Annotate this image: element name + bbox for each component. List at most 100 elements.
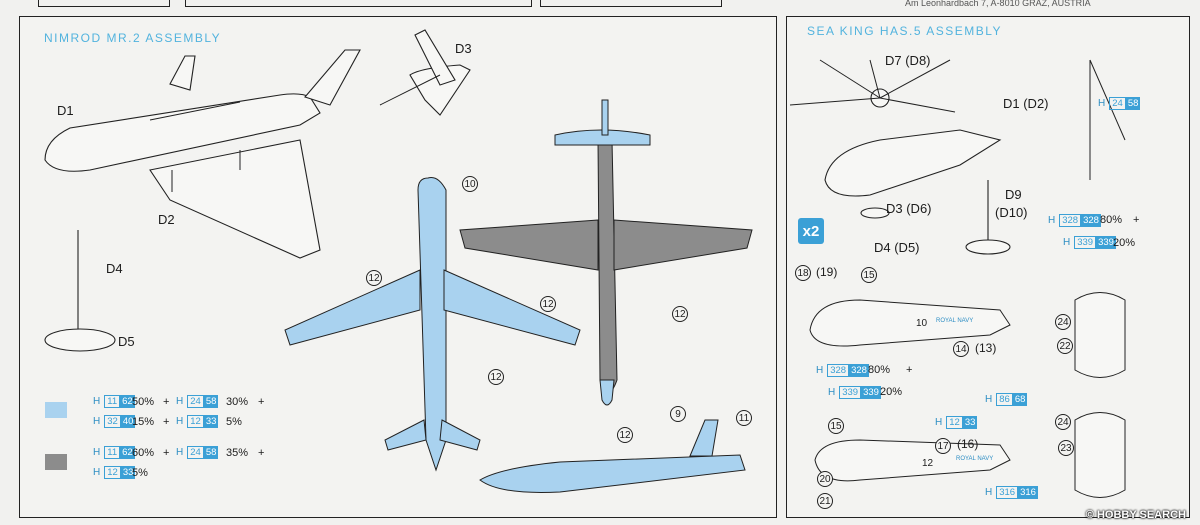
label-d9: D9	[1005, 187, 1022, 202]
mix2-p2: 35%	[226, 447, 249, 459]
label-d1-d2: D1 (D2)	[1003, 96, 1049, 111]
blue-nimrod-fuselage	[417, 177, 447, 472]
seaking-float	[860, 207, 890, 219]
callout-12-e: 12	[617, 427, 633, 443]
mix1-p1: 50%	[132, 396, 155, 408]
callout-12-c: 12	[672, 306, 688, 322]
label-d4-d5: D4 (D5)	[874, 240, 920, 255]
mix2-p1: 60%	[132, 447, 155, 459]
nimrod-wing-lower	[149, 139, 321, 259]
marking-royal-navy-1: ROYAL NAVY	[936, 318, 974, 324]
mix2-plus1: +	[163, 447, 170, 459]
nimrod-tail-fin	[414, 29, 456, 86]
sk-p4: 80%	[868, 364, 891, 376]
label-d4: D4	[106, 261, 123, 276]
callout-22: 22	[1057, 338, 1073, 354]
callout-12-d: 12	[488, 369, 504, 385]
seaking-fuselage	[824, 129, 1002, 197]
callout-14: 14	[953, 341, 969, 357]
sk-p3: 20%	[1113, 237, 1136, 249]
sk-p2: 80%	[1100, 214, 1123, 226]
nimrod-title: NIMROD MR.2 ASSEMBLY	[44, 31, 222, 45]
side-nimrod-fin	[689, 419, 719, 457]
mix1-plus2: +	[258, 396, 265, 408]
callout-23: 23	[1058, 440, 1074, 456]
label-d7-d8: D7 (D8)	[885, 53, 931, 68]
callout-9: 9	[670, 406, 686, 422]
callout-20: 20	[817, 471, 833, 487]
blue-nimrod-tail	[384, 419, 481, 451]
label-d1: D1	[57, 103, 74, 118]
sk-p5: 20%	[880, 386, 903, 398]
callout-12-a: 12	[366, 270, 382, 286]
nimrod-upper-pod	[169, 55, 196, 91]
top-strip-left	[38, 0, 170, 7]
callout-24-a: 24	[1055, 314, 1071, 330]
nimrod-fuselage-outline	[44, 93, 321, 172]
grey-nimrod-wings	[459, 219, 753, 271]
callout-24-b: 24	[1055, 414, 1071, 430]
label-d2: D2	[158, 212, 175, 227]
mix1-p2: 30%	[226, 396, 249, 408]
callout-13: (13)	[975, 341, 997, 355]
mix1-p3: 15%	[132, 416, 155, 428]
mix1-p4: 5%	[226, 416, 242, 428]
swatch-grey	[45, 454, 67, 470]
callout-11: 11	[736, 410, 752, 426]
grey-nimrod-fin	[601, 99, 609, 136]
marking-royal-navy-2: ROYAL NAVY	[956, 456, 994, 462]
label-d10: (D10)	[995, 205, 1028, 220]
grey-nimrod-nose	[599, 379, 615, 406]
address-text: Am Leonhardbach 7, A-8010 GRAZ, AUSTRIA	[905, 0, 1091, 8]
callout-18: 18	[795, 265, 811, 281]
sk-plus2: +	[1133, 214, 1140, 226]
seaking-side-1	[809, 299, 1011, 347]
mix1-plus3: +	[163, 416, 170, 428]
stand-base	[44, 328, 116, 352]
label-d3-d6: D3 (D6)	[886, 201, 932, 216]
marking-12: 12	[922, 458, 934, 469]
label-d5: D5	[118, 334, 135, 349]
top-strip-right	[540, 0, 722, 7]
callout-17: 17	[935, 438, 951, 454]
mix2-plus2: +	[258, 447, 265, 459]
mix1-plus1: +	[163, 396, 170, 408]
nimrod-fin	[304, 49, 361, 106]
swatch-blue	[45, 402, 67, 418]
x2-badge: x2	[798, 218, 824, 244]
seaking-stand-base	[965, 239, 1011, 255]
grey-nimrod-tail	[554, 129, 651, 146]
callout-15-a: 15	[861, 267, 877, 283]
callout-21: 21	[817, 493, 833, 509]
seaking-front-1	[1074, 292, 1126, 378]
callout-15-b: 15	[828, 418, 844, 434]
callout-12-b: 12	[540, 296, 556, 312]
watermark: © HOBBY SEARCH	[1085, 509, 1186, 521]
mix2-p3: 5%	[132, 467, 148, 479]
marking-10: 10	[916, 318, 928, 329]
seaking-front-2	[1074, 412, 1126, 498]
top-strip-mid	[185, 0, 532, 7]
blue-nimrod-wings	[284, 269, 581, 346]
side-nimrod-body	[479, 454, 746, 493]
callout-19: (19)	[816, 265, 838, 279]
sk-plus4: +	[906, 364, 913, 376]
callout-10: 10	[462, 176, 478, 192]
callout-16: (16)	[957, 437, 979, 451]
